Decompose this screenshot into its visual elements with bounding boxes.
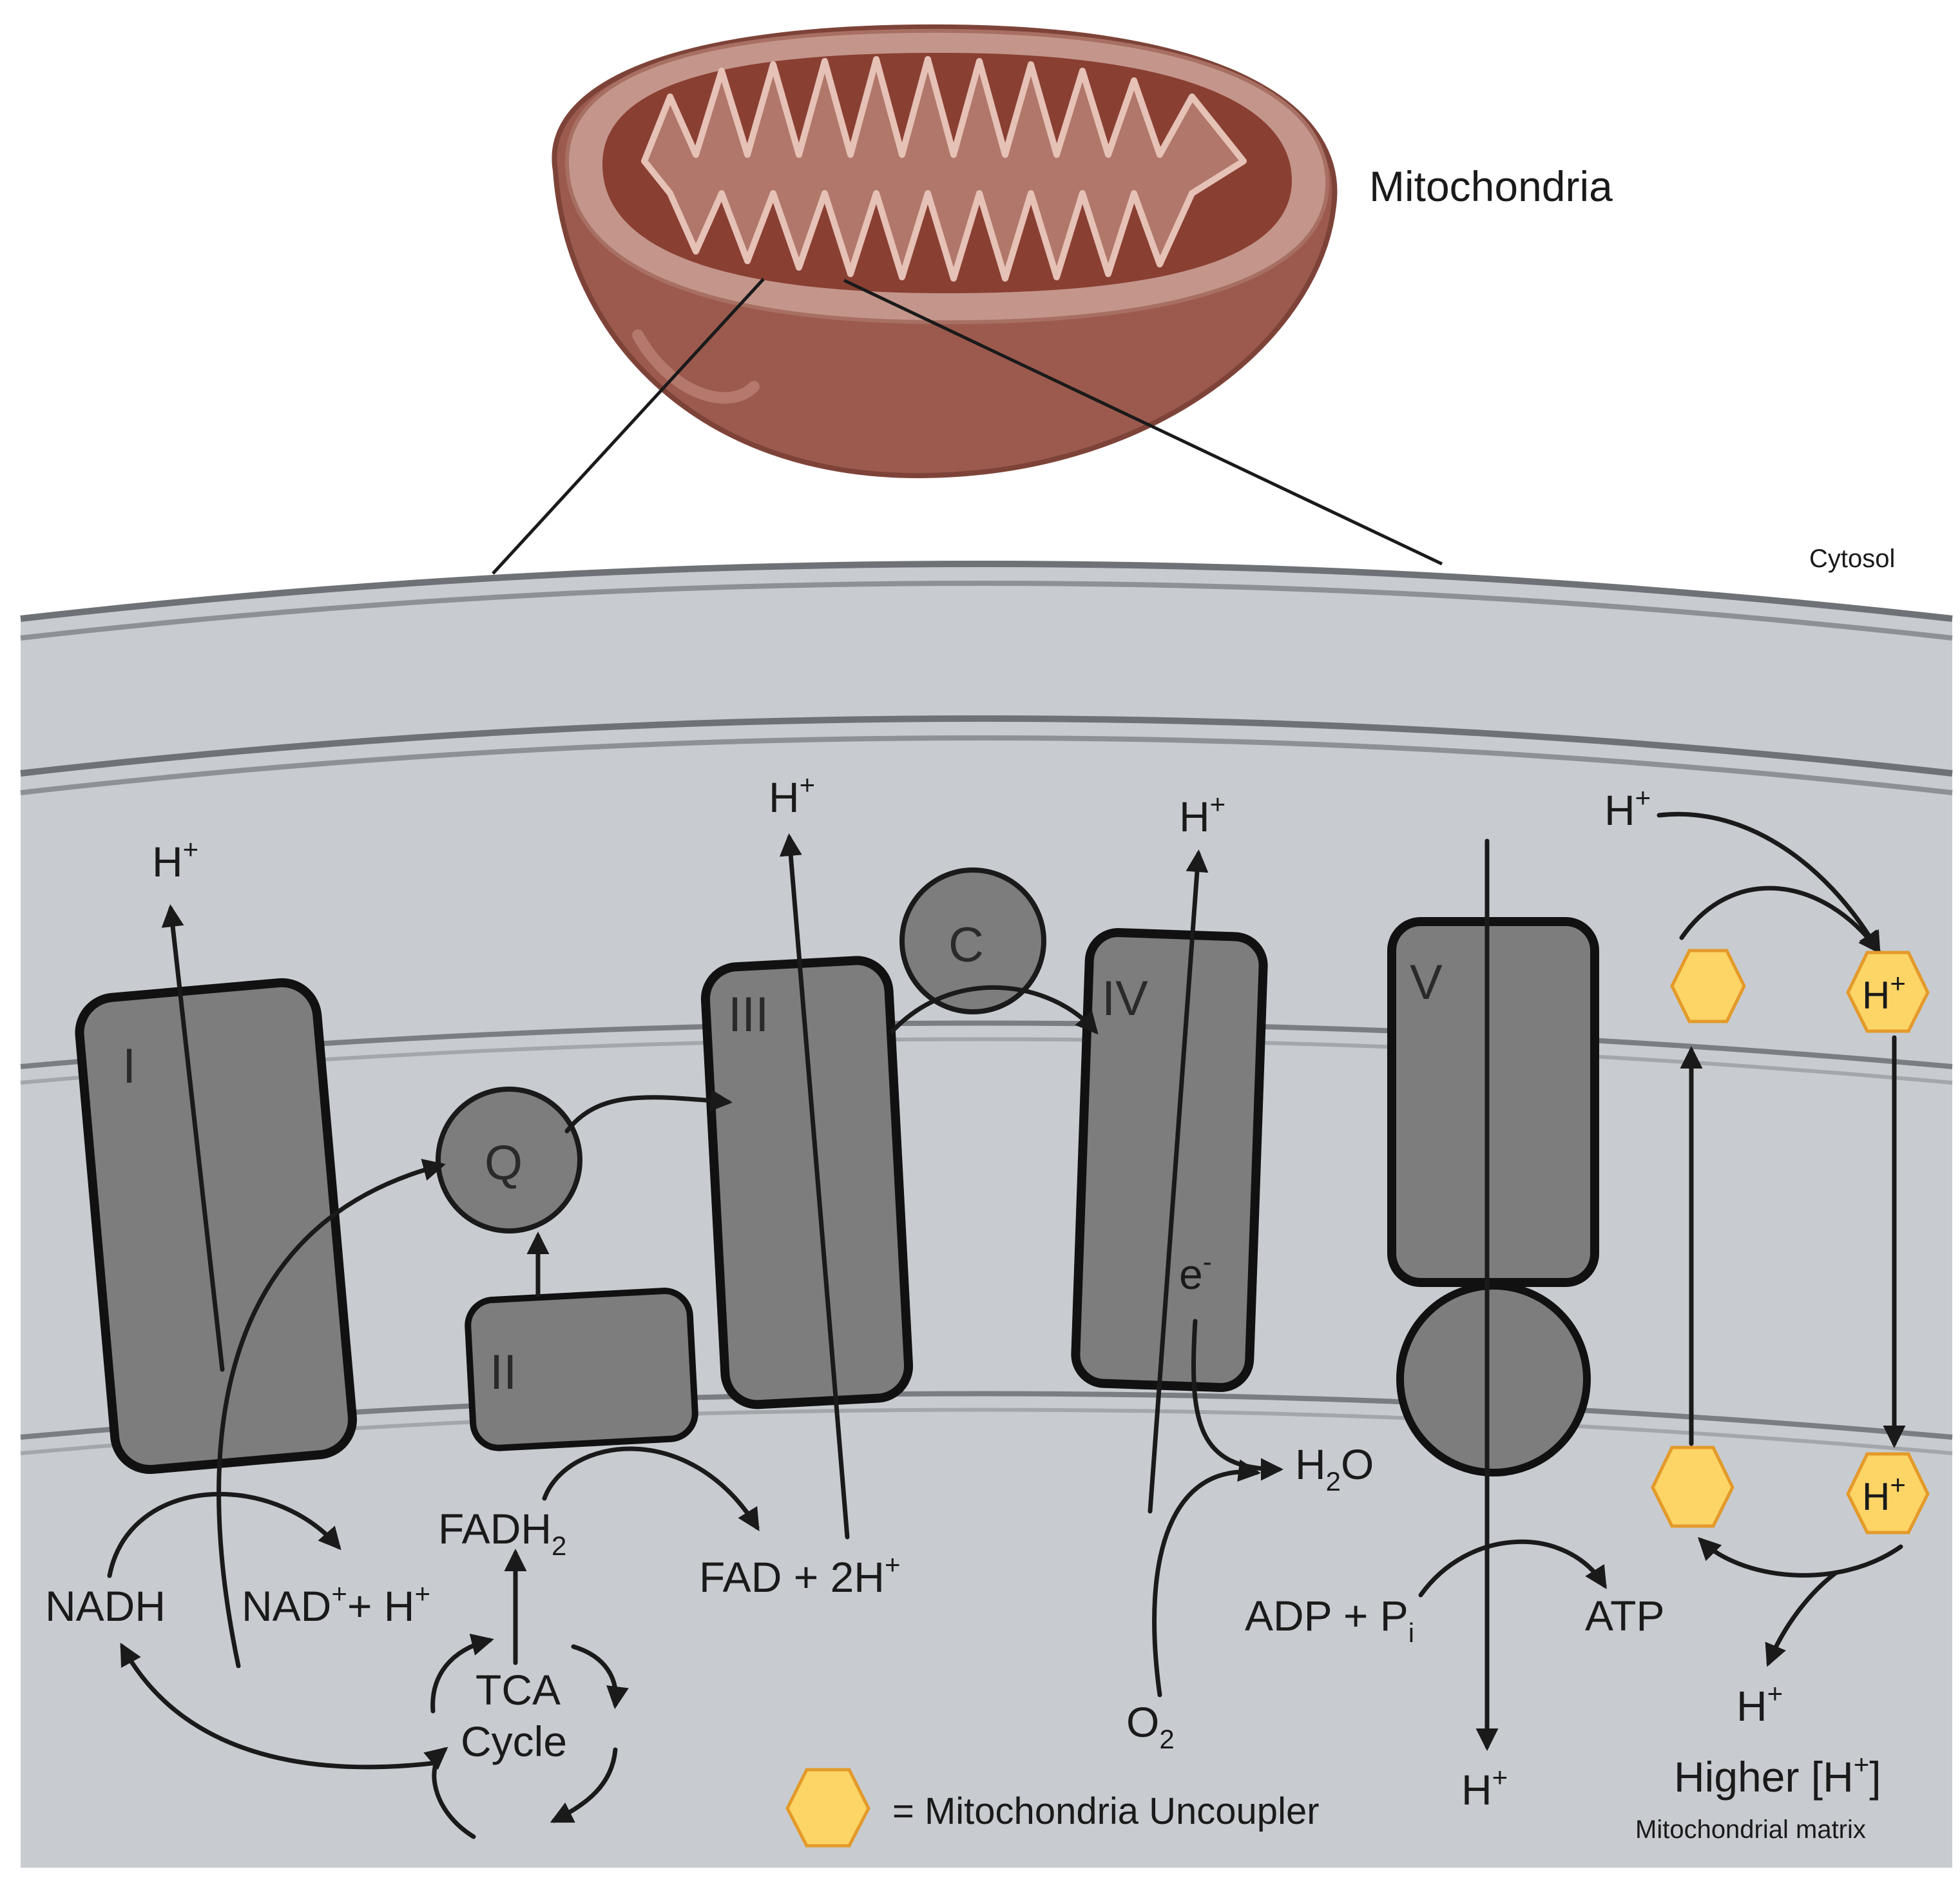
uncoupler-hexagon-bottom-right — [1846, 1452, 1930, 1534]
mito-cristae — [641, 56, 1247, 282]
complex-ii-body — [465, 1288, 698, 1451]
h-plus-complex-i: H+ — [152, 834, 198, 885]
higher-h-label: Higher [H+] — [1674, 1749, 1881, 1801]
outer-membrane-line-1 — [20, 561, 1953, 622]
cytochrome-c: C — [899, 867, 1046, 1014]
outer-membrane-line-3 — [20, 715, 1953, 777]
uncoupler-hexagon-top-left — [1670, 949, 1746, 1023]
complex-iii: III — [700, 956, 914, 1409]
oxygen-label: O2 — [1126, 1698, 1175, 1754]
labels: H+ H+ H+ H+ H+ H+ H+ H+ NADH NAD++ H+ FA… — [45, 769, 1906, 1844]
mito-highlight — [632, 329, 760, 404]
zoom-line-left — [492, 278, 765, 575]
tca-cycle-arc-bottom — [550, 1747, 618, 1823]
mitochondria-title: Mitochondria — [1369, 162, 1613, 210]
h-plus-complex-iv: H+ — [1179, 789, 1225, 840]
arrow-fadh2-to-fad — [542, 1446, 760, 1531]
complex-iii-label: III — [728, 987, 769, 1042]
c-circle — [899, 867, 1046, 1014]
water-label: H2O — [1295, 1440, 1374, 1496]
arrow-complex-iii-proton — [779, 833, 850, 1540]
arrow-q-to-complex-iii — [564, 1089, 733, 1134]
arrow-oxygen-to-water — [1152, 1459, 1261, 1698]
nadh-label: NADH — [45, 1582, 166, 1630]
legend-uncoupler-hexagon — [785, 1768, 870, 1848]
atp-label: ATP — [1585, 1592, 1664, 1640]
h-plus-released: H+ — [1736, 1678, 1783, 1730]
cycle-label: Cycle — [461, 1718, 567, 1765]
complex-iii-body — [700, 956, 914, 1409]
electron-label: e- — [1179, 1246, 1212, 1298]
q-label: Q — [485, 1136, 523, 1190]
complex-iv-label: IV — [1102, 971, 1148, 1026]
arrow-uncoupler-top — [1679, 885, 1881, 954]
cytosol-label: Cytosol — [1809, 545, 1895, 573]
arrow-proton-enters — [1657, 811, 1881, 955]
nad-plus-label: NAD++ H+ — [242, 1578, 430, 1630]
arrow-complex-i-proton — [161, 904, 225, 1372]
complex-v-head — [1396, 1282, 1591, 1476]
tca-cycle-arc-top — [430, 1633, 494, 1714]
fad-2h-label: FAD + 2H+ — [699, 1549, 900, 1601]
arrow-uncoupler-bottom — [1698, 1537, 1903, 1578]
legend-uncoupler-label: = Mitochondria Uncoupler — [892, 1790, 1320, 1832]
h-plus-uncoupler-bottom-right: H+ — [1862, 1469, 1906, 1518]
adp-pi-label: ADP + Pi — [1245, 1592, 1414, 1648]
h-plus-complex-iii: H+ — [769, 769, 815, 821]
uncoupler-hexagon-top-right — [1846, 951, 1930, 1033]
complex-ii: II — [465, 1288, 698, 1451]
arrow-complex-iii-to-iv — [890, 985, 1099, 1035]
complex-iv: IV — [1071, 928, 1268, 1392]
tca-cycle-arc-right — [571, 1644, 629, 1709]
mitochondrion-illustration: Mitochondria — [552, 24, 1613, 479]
complex-i-body — [75, 978, 357, 1475]
intermembrane-background — [21, 564, 1952, 1868]
arrow-nadh-to-q — [216, 1159, 446, 1669]
arrow-nadh-to-nad — [107, 1491, 341, 1578]
outer-membrane-line-4 — [20, 735, 1953, 795]
h-plus-complex-v-bottom: H+ — [1461, 1762, 1508, 1814]
arrow-adp-to-atp — [1418, 1540, 1607, 1598]
complex-ii-label: II — [490, 1345, 517, 1400]
arrow-tca-to-nadh — [120, 1642, 441, 1770]
zoom-line-right — [843, 278, 1443, 566]
complex-v: V — [1387, 917, 1599, 1476]
ubiquinone-q: Q — [436, 1087, 582, 1234]
complex-v-label: V — [1410, 955, 1443, 1010]
complex-i-label: I — [122, 1039, 136, 1094]
arrows — [107, 811, 1906, 1839]
arrow-proton-release — [1765, 1570, 1839, 1667]
c-label: C — [948, 918, 984, 973]
outer-membrane-line-2 — [20, 581, 1953, 641]
complex-i: I — [75, 978, 357, 1475]
tca-label: TCA — [476, 1666, 561, 1714]
uncoupler-hexagon-bottom-left — [1651, 1446, 1734, 1528]
mitochondrial-matrix-label: Mitochondrial matrix — [1635, 1815, 1866, 1844]
fadh2-label: FADH2 — [438, 1505, 566, 1561]
tca-cycle-arc-left — [423, 1747, 476, 1839]
h-plus-uncoupler-top-right: H+ — [1862, 968, 1906, 1017]
h-plus-uncoupler-in: H+ — [1604, 782, 1651, 834]
arrow-complex-iv-proton — [1148, 849, 1209, 1514]
uncouplers — [785, 949, 1930, 1848]
